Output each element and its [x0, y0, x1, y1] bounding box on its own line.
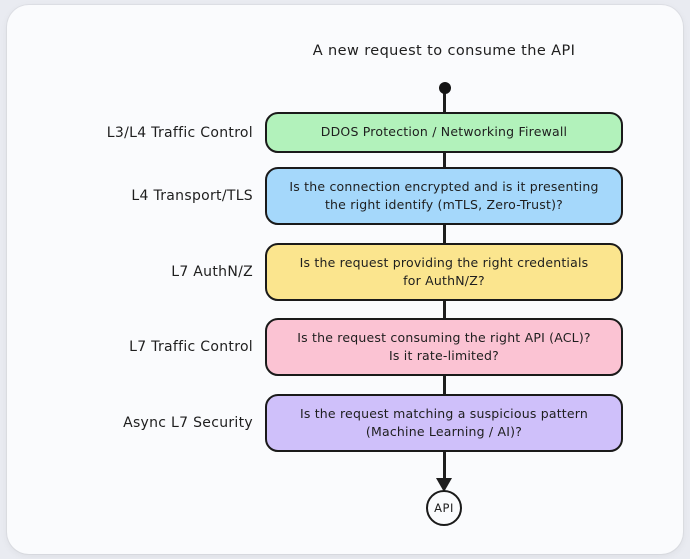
flow-box-suspicious-pattern-ml: Is the request matching a suspicious pat…: [265, 394, 623, 452]
diagram-title: A new request to consume the API: [312, 43, 576, 59]
row-label-l3l4-traffic-control: L3/L4 Traffic Control: [106, 124, 253, 141]
down-arrow-icon: [436, 478, 452, 492]
row-label-async-l7-security: Async L7 Security: [123, 415, 253, 431]
flow-box-encryption-mtls: Is the connection encrypted and is it pr…: [265, 167, 623, 225]
api-terminal-node: API: [426, 490, 462, 526]
row-label-l4-transport-tls: L4 Transport/TLS: [131, 188, 253, 204]
diagram-card: A new request to consume the API L3/L4 T…: [7, 5, 683, 554]
flow-box-acl-rate-limit: Is the request consuming the right API (…: [265, 318, 623, 376]
flow-start-dot: [439, 82, 451, 94]
row-label-l7-authnz: L7 AuthN/Z: [171, 264, 253, 280]
flow-box-ddos-protection: DDOS Protection / Networking Firewall: [265, 112, 623, 153]
row-label-l7-traffic-control: L7 Traffic Control: [129, 339, 253, 355]
flow-box-credentials-authnz: Is the request providing the right crede…: [265, 243, 623, 301]
